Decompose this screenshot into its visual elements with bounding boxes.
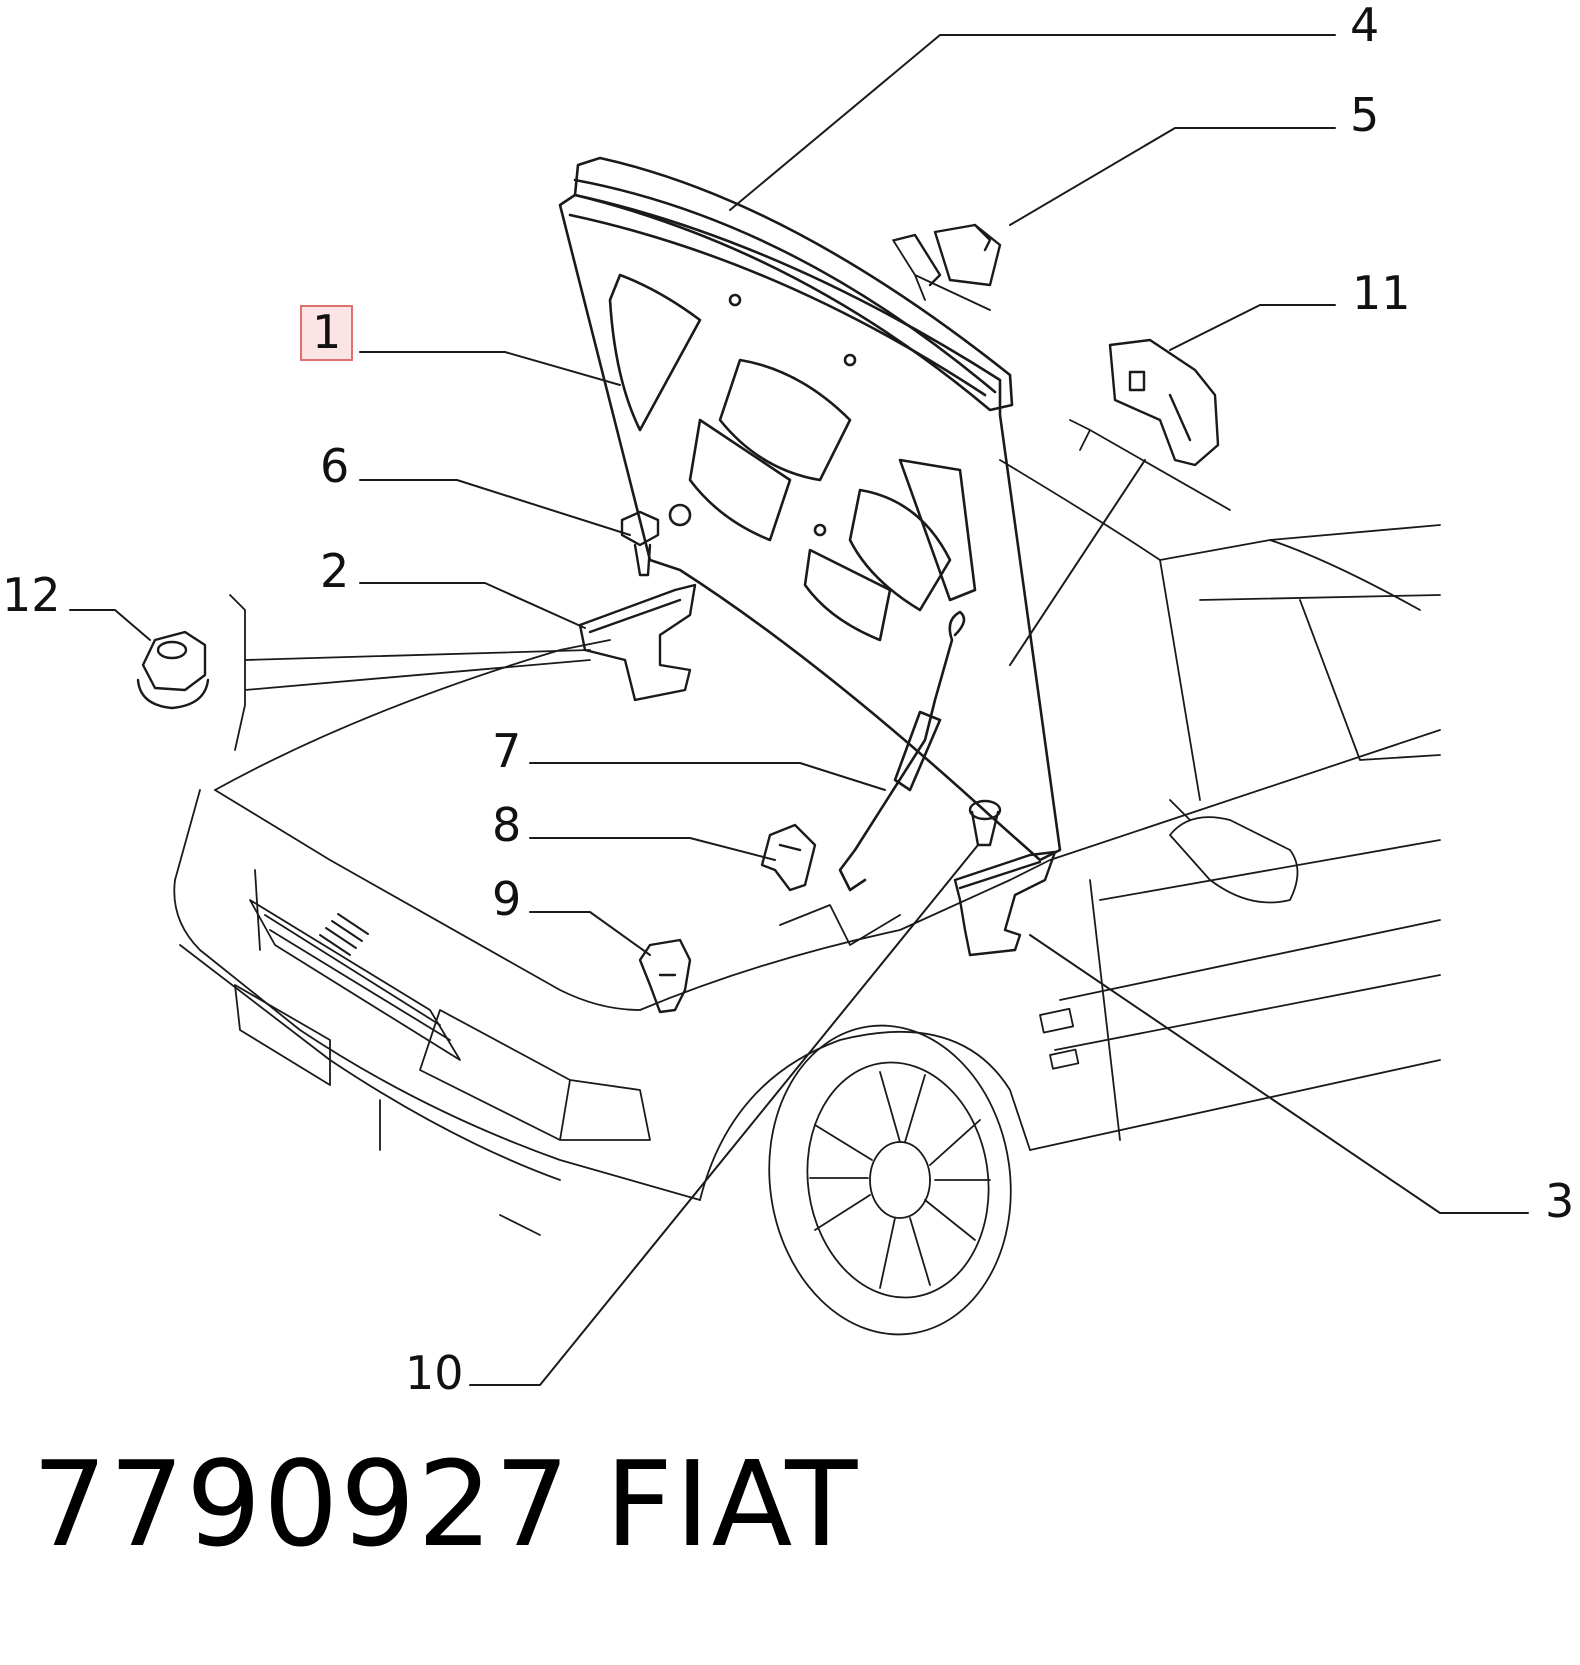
callout-11: 11 [1352,266,1411,320]
hood-lock-bracket [1108,338,1220,467]
side-mirror [1169,799,1299,904]
callout-2: 2 [320,544,350,598]
callout-9: 9 [492,872,522,926]
brand-name: FIAT [605,1435,860,1573]
leader-lines [69,34,1529,1386]
hood-prop-rod [838,610,966,892]
right-hinge [953,850,1057,957]
buffer-mount-lines [892,239,991,311]
front-wheel [768,1024,1012,1336]
hinge-screw [968,799,1002,847]
car-body-outline [173,459,1441,1336]
lock-mount-lines [1069,419,1231,511]
left-mount-lines [229,594,591,751]
callout-1-highlighted[interactable]: 1 [300,305,354,361]
part-number: 7790927 [32,1435,572,1573]
hood-panel [558,193,1062,862]
callout-12: 12 [2,568,61,622]
callout-6: 6 [320,439,350,493]
grille-logo [319,913,369,956]
hinge-bolt [620,510,660,577]
callout-3: 3 [1545,1174,1575,1228]
callout-5: 5 [1350,88,1380,142]
flange-nut [136,630,210,710]
rubber-buffer [893,223,1002,287]
callout-7: 7 [492,724,522,778]
callout-10: 10 [405,1346,464,1400]
callout-8: 8 [492,798,522,852]
latch-clip [760,823,817,892]
retainer-clip [638,938,692,1014]
callout-4: 4 [1350,0,1380,52]
hood-seal [573,156,1014,412]
left-hinge [578,583,697,702]
